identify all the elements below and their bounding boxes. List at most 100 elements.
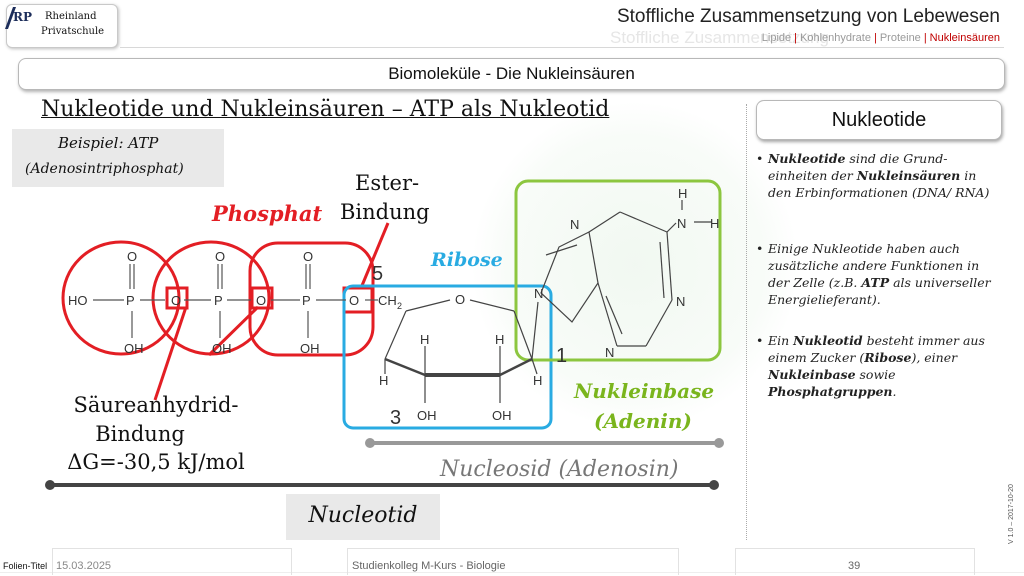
phosphate-circle-1 bbox=[61, 240, 181, 356]
logo-line1: Rheinland bbox=[45, 11, 97, 22]
bullet-text-segment: ), einer bbox=[911, 350, 958, 365]
footer-date: 15.03.2025 bbox=[56, 560, 112, 572]
atom-o: O bbox=[127, 249, 137, 264]
nav-item-proteine[interactable]: Proteine bbox=[879, 32, 921, 44]
panel-bullet-2: •Einige Nukleotide haben auch zusätzlich… bbox=[756, 240, 994, 308]
bullet-bold-term: Nukleinbase bbox=[768, 367, 856, 382]
atom-oh: OH bbox=[300, 341, 320, 356]
ester-pointer bbox=[359, 222, 390, 289]
bullet-text-segment: sowie bbox=[855, 367, 896, 382]
footer-box-course bbox=[347, 548, 679, 575]
label-ester-line2: Bindung bbox=[340, 200, 430, 224]
carbon-5-label: 5 bbox=[372, 263, 383, 285]
bullet-dot: • bbox=[756, 333, 764, 348]
bullet-dot: • bbox=[756, 151, 764, 166]
bullet-text-segment: sind die Grund-einheiten der bbox=[768, 151, 948, 183]
atom-o: O bbox=[455, 292, 465, 307]
header-divider bbox=[120, 47, 1004, 48]
example-line2: (Adenosintriphosphat) bbox=[25, 161, 184, 177]
adenine-atoms: N N N N N H H bbox=[534, 186, 719, 360]
bullet-text-segment: . bbox=[892, 384, 897, 399]
label-nucleosid: Nucleosid (Adenosin) bbox=[439, 457, 679, 482]
bullet-text: Einige Nukleotide haben auch zusätzliche… bbox=[756, 240, 994, 308]
bullet-bold-term: Ribose bbox=[864, 350, 912, 365]
atom-h: H bbox=[710, 216, 719, 231]
phosphate-highlights bbox=[61, 222, 390, 401]
atom-ch2: CH bbox=[378, 293, 397, 308]
footer-box-date bbox=[52, 548, 292, 575]
bullet-bold-term: Nukleinsäuren bbox=[856, 168, 961, 183]
example-line1: Beispiel: ATP bbox=[58, 134, 159, 152]
bullet-bold-term: Nukleotid bbox=[793, 333, 863, 348]
atom-o: O bbox=[256, 293, 266, 308]
school-logo: RP Rheinland Privatschule bbox=[4, 4, 118, 48]
atom-h: H bbox=[678, 186, 687, 201]
atom-ch2-subscript: 2 bbox=[397, 301, 402, 311]
atom-o: O bbox=[303, 249, 313, 264]
atom-h: H bbox=[379, 373, 388, 388]
label-ester-line1: Ester- bbox=[355, 171, 419, 195]
nav-separator: | bbox=[873, 32, 877, 44]
version-label: V 1.0 – 2017-10-20 bbox=[1008, 484, 1015, 544]
nav-item-kohlenhydrate[interactable]: Kohlenhydrate bbox=[800, 32, 871, 44]
background-watermark bbox=[470, 100, 800, 430]
nav-separator: | bbox=[794, 32, 798, 44]
panel-bullet-3: •Ein Nukleotid besteht immer aus einem Z… bbox=[756, 332, 994, 400]
ribose-box bbox=[342, 284, 553, 430]
bullet-text: Ein Nukleotid besteht immer aus einem Zu… bbox=[756, 332, 994, 400]
ribose-atoms: O H H H H OH OH bbox=[379, 292, 542, 423]
bullet-bold-term: ATP bbox=[861, 275, 890, 290]
topic-bar: Biomoleküle - Die Nukleinsäuren bbox=[18, 58, 1005, 90]
atom-n: N bbox=[605, 345, 614, 360]
nav-separator: | bbox=[923, 32, 927, 44]
phosphate-atoms: HO P P P O O O O O O OH OH OH CH 2 bbox=[68, 249, 402, 356]
bullet-text-segment: Ein bbox=[768, 333, 794, 348]
nav-item-nukleinsaeuren[interactable]: Nukleinsäuren bbox=[929, 32, 1000, 44]
label-base-line1: Nukleinbase bbox=[573, 379, 714, 403]
logo-mark: RP bbox=[13, 10, 32, 24]
atom-n: N bbox=[570, 217, 579, 232]
panel-title: Nukleotide bbox=[756, 100, 1002, 140]
nucleotid-bracket bbox=[45, 480, 719, 490]
bullet-text-segment: als universeller Energielieferant). bbox=[768, 275, 991, 307]
footer-course: Studienkolleg M-Kurs - Biologie bbox=[352, 560, 506, 572]
anhydride-pointer-1 bbox=[153, 306, 188, 401]
atom-n: N bbox=[534, 286, 543, 301]
label-anhydride-line1: Säureanhydrid- bbox=[73, 393, 238, 417]
header-ghost-title: Stoffliche Zusammensetzung bbox=[610, 28, 829, 47]
label-delta-g: ΔG=-30,5 kJ/mol bbox=[67, 450, 245, 474]
adenine-rings bbox=[540, 200, 712, 347]
label-ribose: Ribose bbox=[430, 249, 503, 271]
footer-page-number: 39 bbox=[848, 560, 861, 572]
ribose-ring bbox=[384, 299, 539, 403]
label-anhydride-line2: Bindung bbox=[95, 422, 185, 446]
bullet-bold-term: Nukleotide bbox=[768, 151, 846, 166]
footer-box-page bbox=[735, 548, 975, 575]
panel-bullet-1: •Nukleotide sind die Grund-einheiten der… bbox=[756, 150, 994, 201]
atom-p: P bbox=[302, 293, 311, 308]
atom-h: H bbox=[533, 373, 542, 388]
atom-h: H bbox=[420, 332, 429, 347]
nucleosid-bracket bbox=[365, 438, 724, 448]
atom-oh: OH bbox=[212, 341, 232, 356]
logo-line2: Privatschule bbox=[41, 26, 105, 37]
footer-label: Folien-Titel bbox=[3, 561, 48, 571]
atom-n: N bbox=[677, 216, 686, 231]
slide-title: Nukleotide und Nukleinsäuren – ATP als N… bbox=[41, 97, 610, 122]
bullet-text: Nukleotide sind die Grund-einheiten der … bbox=[756, 150, 994, 201]
bullet-bold-term: Phosphatgruppen bbox=[768, 384, 893, 399]
carbon-1-label: 1 bbox=[556, 345, 567, 367]
label-phosphat: Phosphat bbox=[211, 201, 322, 226]
label-base-line2: (Adenin) bbox=[594, 409, 692, 433]
atom-p: P bbox=[214, 293, 223, 308]
anhydride-o-box-1 bbox=[165, 286, 189, 310]
nav-item-lipide[interactable]: Lipide bbox=[761, 32, 792, 44]
nucleotid-box bbox=[286, 494, 440, 540]
atom-oh: OH bbox=[124, 341, 144, 356]
column-divider bbox=[746, 104, 747, 540]
example-box bbox=[12, 129, 224, 187]
footer-line bbox=[0, 572, 1024, 573]
atom-ho: HO bbox=[68, 293, 88, 308]
anhydride-o-box-2 bbox=[250, 286, 274, 310]
